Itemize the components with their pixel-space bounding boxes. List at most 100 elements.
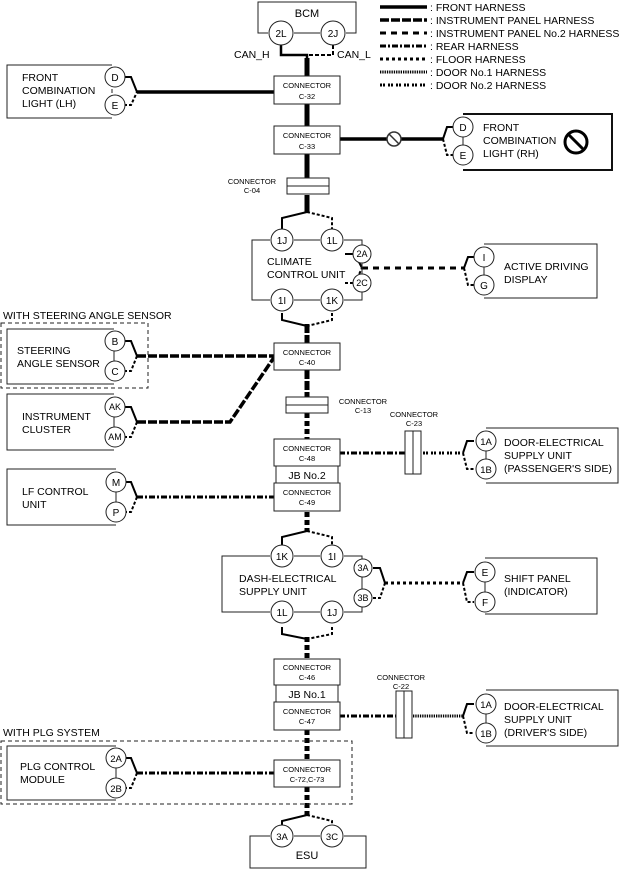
pin[interactable] (320, 824, 344, 848)
steering-angle-sensor-group: WITH STEERING ANGLE SENSOR (0, 310, 172, 389)
module-outline (485, 557, 598, 615)
connector-box (273, 342, 341, 371)
climate-control-unit[interactable]: CLIMATE CONTROL UNIT 1J 1L 1I 1K 2A 2C (251, 228, 372, 312)
connector-c33[interactable]: CONNECTOR C-33 (273, 125, 341, 155)
pin[interactable] (473, 246, 495, 268)
pin[interactable] (270, 600, 294, 624)
pin[interactable] (104, 330, 126, 352)
pin[interactable] (475, 458, 497, 480)
wire-branch (281, 211, 308, 232)
connector-box (273, 438, 341, 467)
pin[interactable] (320, 20, 346, 46)
shift-panel-indicator[interactable]: SHIFT PANEL (INDICATOR) E F (474, 557, 598, 615)
wire-branch (306, 313, 333, 327)
connector-c40[interactable]: CONNECTOR C-40 (273, 342, 341, 371)
pin[interactable] (473, 274, 495, 296)
pin[interactable] (474, 591, 496, 613)
connector-id: C-23 (406, 419, 422, 428)
connector-title: CONNECTOR (283, 81, 332, 90)
connector-c23[interactable]: CONNECTOR C-23 (390, 410, 439, 475)
pin[interactable] (353, 588, 373, 608)
legend-label: : DOOR No.1 HARNESS (430, 67, 546, 79)
pin[interactable] (270, 824, 294, 848)
connector-half (404, 430, 414, 475)
wire-branch (281, 627, 308, 640)
pin[interactable] (353, 558, 373, 578)
pin[interactable] (320, 544, 344, 568)
wire-branch (463, 267, 474, 286)
active-driving-display[interactable]: ACTIVE DRIVING DISPLAY I G (473, 243, 598, 299)
pin[interactable] (475, 693, 497, 715)
module-label: ACTIVE DRIVING (504, 261, 589, 273)
connector-id: C-49 (299, 498, 315, 507)
connector-id: C-40 (299, 358, 315, 367)
wire-branch (462, 440, 474, 454)
module-outline (6, 468, 116, 526)
pin-label: G (480, 281, 488, 292)
pin-label: AM (108, 432, 122, 442)
pin[interactable] (270, 288, 294, 312)
connector-title: CONNECTOR (283, 488, 332, 497)
pin-label: D (459, 123, 466, 134)
legend-label: : FLOOR HARNESS (430, 54, 526, 66)
connector-box (273, 701, 341, 731)
pin[interactable] (475, 430, 497, 452)
pin[interactable] (104, 426, 126, 448)
pin[interactable] (320, 228, 344, 252)
jb-label: JB No.2 (288, 470, 326, 482)
module-label: SUPPLY UNIT (504, 450, 572, 462)
junction-block-2[interactable]: CONNECTOR C-48 JB No.2 CONNECTOR C-49 (273, 438, 341, 512)
module-label: SUPPLY UNIT (504, 714, 572, 726)
pin[interactable] (105, 501, 127, 523)
bcm-module[interactable]: BCM 2L 2J CAN_H CAN_L (234, 1, 371, 61)
pin[interactable] (475, 722, 497, 744)
instrument-cluster[interactable]: INSTRUMENT CLUSTER AK AM (6, 393, 126, 451)
pin[interactable] (320, 600, 344, 624)
front-combination-light-rh[interactable]: FRONT COMBINATION LIGHT (RH) D E (452, 113, 613, 171)
pin[interactable] (105, 777, 127, 799)
connector-c22[interactable]: CONNECTOR C-22 (377, 673, 426, 739)
connector-title: CONNECTOR (377, 673, 426, 682)
pin-label: 1A (480, 700, 492, 711)
pin[interactable] (104, 66, 126, 88)
module-label: DISPLAY (504, 274, 548, 286)
junction-block-1[interactable]: CONNECTOR C-46 JB No.1 CONNECTOR C-47 (273, 658, 341, 731)
connector-c32[interactable]: CONNECTOR C-32 (273, 75, 341, 105)
module-label: LF CONTROL (22, 486, 89, 498)
front-combination-light-lh[interactable]: FRONT COMBINATION LIGHT (LH) D E (6, 64, 126, 119)
legend-label: : FRONT HARNESS (430, 2, 525, 14)
pin[interactable] (270, 228, 294, 252)
wire-branch (281, 530, 308, 548)
pin[interactable] (352, 273, 372, 293)
connector-c04[interactable]: CONNECTOR C-04 (228, 177, 330, 195)
lf-control-unit[interactable]: LF CONTROL UNIT M P (6, 468, 127, 526)
pin[interactable] (104, 94, 126, 116)
pin[interactable] (104, 396, 126, 418)
pin[interactable] (270, 544, 294, 568)
door-electrical-supply-unit-passenger[interactable]: DOOR-ELECTRICAL SUPPLY UNIT (PASSENGER'S… (475, 427, 619, 484)
pin[interactable] (474, 561, 496, 583)
wires (124, 45, 474, 826)
module-label: CONTROL UNIT (267, 269, 346, 281)
module-label: COMBINATION (483, 135, 556, 147)
connector-c13[interactable]: CONNECTOR C-13 (285, 396, 388, 415)
pin[interactable] (104, 360, 126, 382)
pin[interactable] (352, 244, 372, 264)
group-label: WITH PLG SYSTEM (3, 727, 100, 739)
plg-control-module[interactable]: PLG CONTROL MODULE 2A 2B (6, 745, 127, 801)
pin[interactable] (320, 288, 344, 312)
group-outline (0, 322, 149, 389)
connector-title: CONNECTOR (283, 348, 332, 357)
pin[interactable] (452, 116, 474, 138)
pin[interactable] (105, 471, 127, 493)
esu-module[interactable]: ESU 3A 3C (249, 824, 367, 869)
connector-c72-c73[interactable]: CONNECTOR C-72,C-73 (273, 759, 341, 788)
connector-id: C-22 (393, 682, 409, 691)
door-electrical-supply-unit-driver[interactable]: DOOR-ELECTRICAL SUPPLY UNIT (DRIVER'S SI… (475, 689, 619, 747)
pin-label: 1I (328, 552, 336, 563)
pin[interactable] (105, 747, 127, 769)
pin[interactable] (452, 144, 474, 166)
dash-electrical-supply-unit[interactable]: DASH-ELECTRICAL SUPPLY UNIT 1K 1I 1L 1J … (221, 544, 373, 624)
steering-angle-sensor[interactable]: STEERING ANGLE SENSOR B C (6, 328, 126, 385)
pin[interactable] (268, 20, 294, 46)
